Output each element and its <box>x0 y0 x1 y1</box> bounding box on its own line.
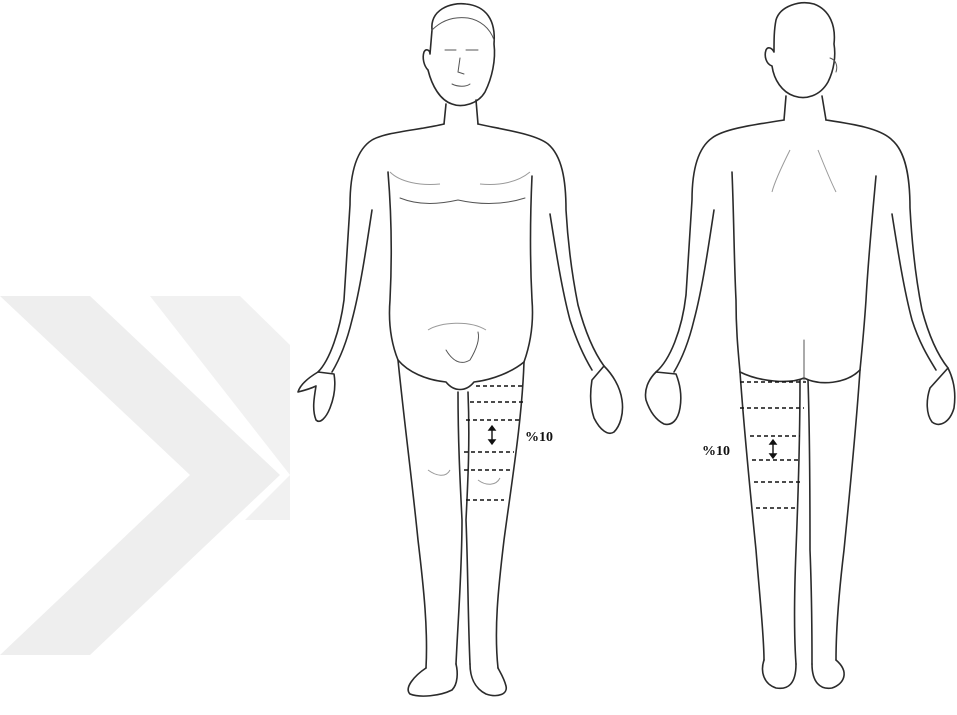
back-body-figure <box>645 3 954 689</box>
front-segment-arrow <box>489 426 495 444</box>
back-percent-label: %10 <box>702 444 730 459</box>
front-body-figure <box>298 4 623 696</box>
front-percent-label: %10 <box>525 430 553 445</box>
front-leg-segment-lines <box>464 386 524 500</box>
chevron-watermark <box>0 296 290 655</box>
back-segment-arrow <box>770 440 776 458</box>
